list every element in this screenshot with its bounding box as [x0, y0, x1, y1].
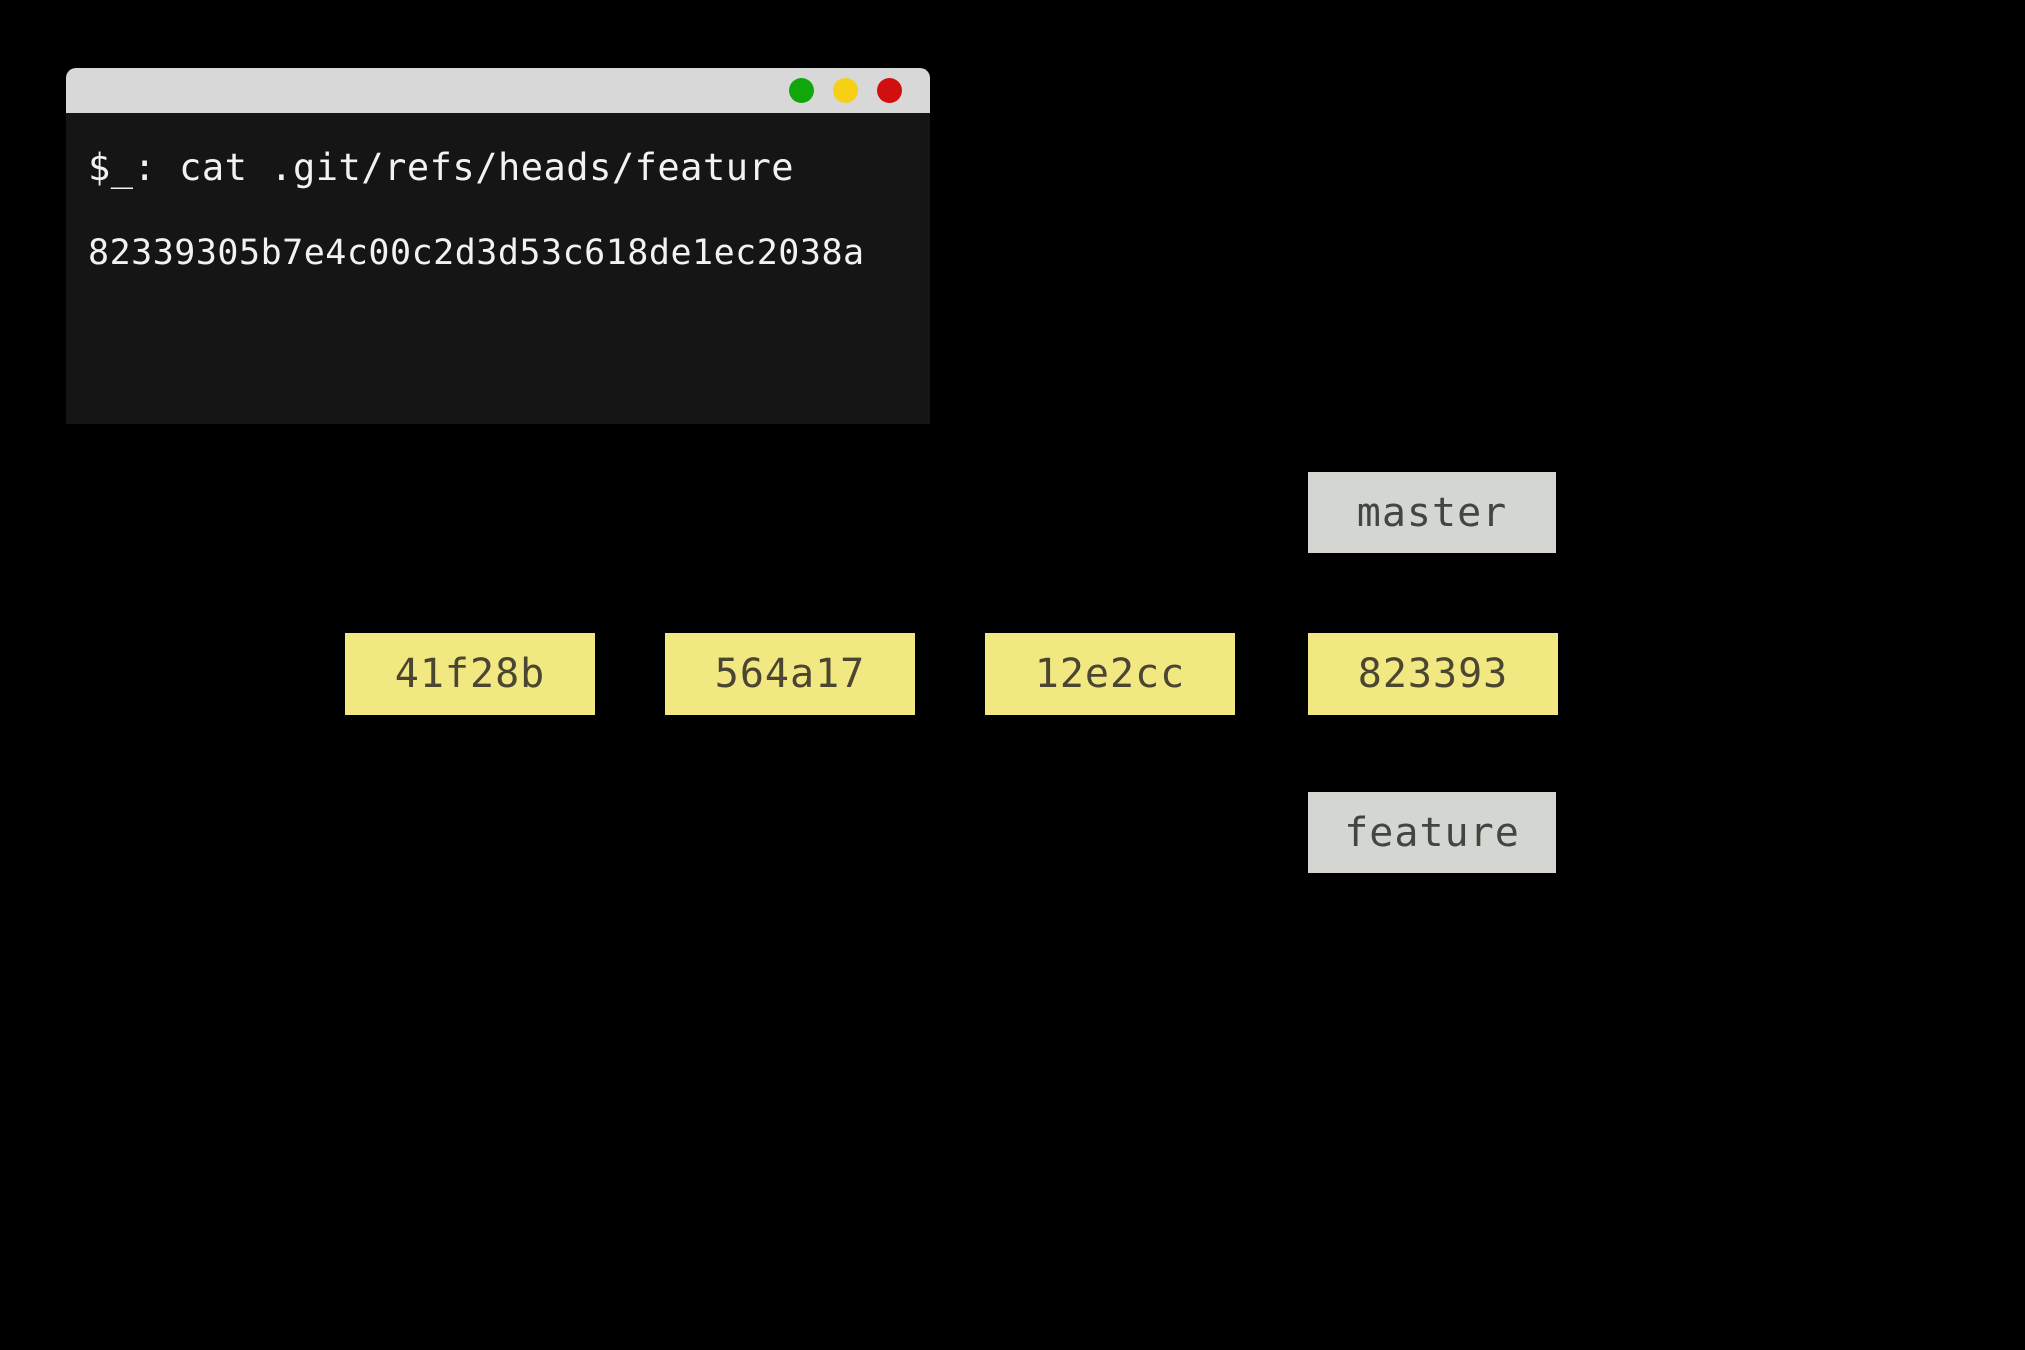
ref-label-feature: feature [1308, 792, 1556, 873]
commit-node-564a17: 564a17 [665, 633, 915, 715]
terminal-titlebar[interactable] [66, 68, 930, 113]
commit-node-823393: 823393 [1308, 633, 1558, 715]
commit-node-41f28b: 41f28b [345, 633, 595, 715]
terminal-command-line: $_: cat .git/refs/heads/feature [88, 146, 795, 189]
terminal-body[interactable]: $_: cat .git/refs/heads/feature 82339305… [66, 113, 930, 424]
commit-node-12e2cc: 12e2cc [985, 633, 1235, 715]
maximize-button-icon[interactable] [833, 78, 858, 103]
terminal-window[interactable]: $_: cat .git/refs/heads/feature 82339305… [66, 68, 930, 424]
window-controls [789, 68, 902, 113]
terminal-output-line: 82339305b7e4c00c2d3d53c618de1ec2038a [88, 233, 865, 273]
minimize-button-icon[interactable] [789, 78, 814, 103]
close-button-icon[interactable] [877, 78, 902, 103]
ref-label-master: master [1308, 472, 1556, 553]
